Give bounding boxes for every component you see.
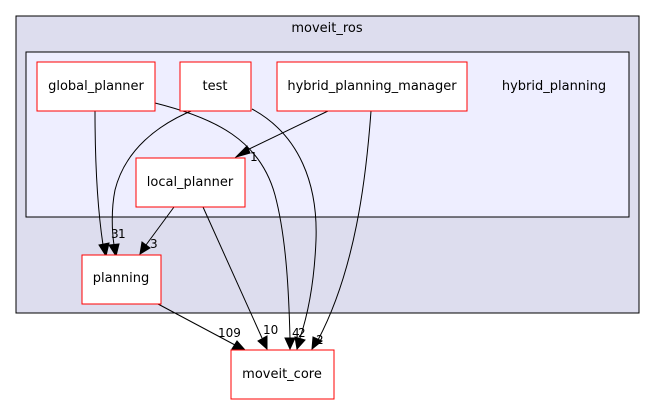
- node-global-planner[interactable]: global_planner: [36, 61, 156, 112]
- edge-test-to-planning: 1: [108, 108, 197, 258]
- edges: 1 1 3 3 109 10: [94, 102, 372, 351]
- edge-label: 4: [292, 326, 300, 340]
- node-test-label: test: [203, 79, 228, 94]
- edge-local-planner-to-planning: 3: [139, 206, 175, 255]
- node-global-planner-label: global_planner: [48, 79, 144, 94]
- edge-global-planner-to-planning: 3: [94, 110, 119, 258]
- edge-planning-to-moveit-core: 109: [157, 303, 247, 351]
- edge-local-planner-to-moveit-core: 10: [202, 206, 278, 351]
- cluster-moveit-ros-label: moveit_ros: [291, 21, 363, 36]
- edge-label: 1: [118, 227, 126, 241]
- edge-global-planner-to-moveit-core: 4: [154, 102, 300, 351]
- node-moveit-core[interactable]: moveit_core: [230, 349, 335, 400]
- node-local-planner-label: local_planner: [147, 175, 234, 190]
- node-planning[interactable]: planning: [81, 254, 162, 305]
- node-hybrid-planning-manager-label: hybrid_planning_manager: [287, 79, 457, 94]
- edge-hybrid-planning-manager-to-local-planner: 1: [234, 110, 329, 164]
- edge-label: 3: [111, 227, 119, 241]
- edge-label: 109: [218, 326, 241, 340]
- edge-label: 2: [298, 326, 306, 340]
- edge-label: 1: [250, 150, 258, 164]
- edge-label: 3: [150, 237, 158, 251]
- node-test[interactable]: test: [179, 61, 252, 112]
- node-local-planner[interactable]: local_planner: [135, 157, 246, 208]
- edge-hybrid-planning-manager-to-moveit-core: 2: [311, 110, 372, 351]
- edge-label: 10: [263, 323, 278, 337]
- edge-test-to-moveit-core: 2: [251, 108, 317, 351]
- node-moveit-core-label: moveit_core: [242, 367, 322, 382]
- cluster-hybrid-planning-label: hybrid_planning: [502, 79, 606, 94]
- node-planning-label: planning: [93, 271, 149, 286]
- node-hybrid-planning-manager[interactable]: hybrid_planning_manager: [276, 61, 468, 112]
- edge-label: 2: [316, 333, 324, 347]
